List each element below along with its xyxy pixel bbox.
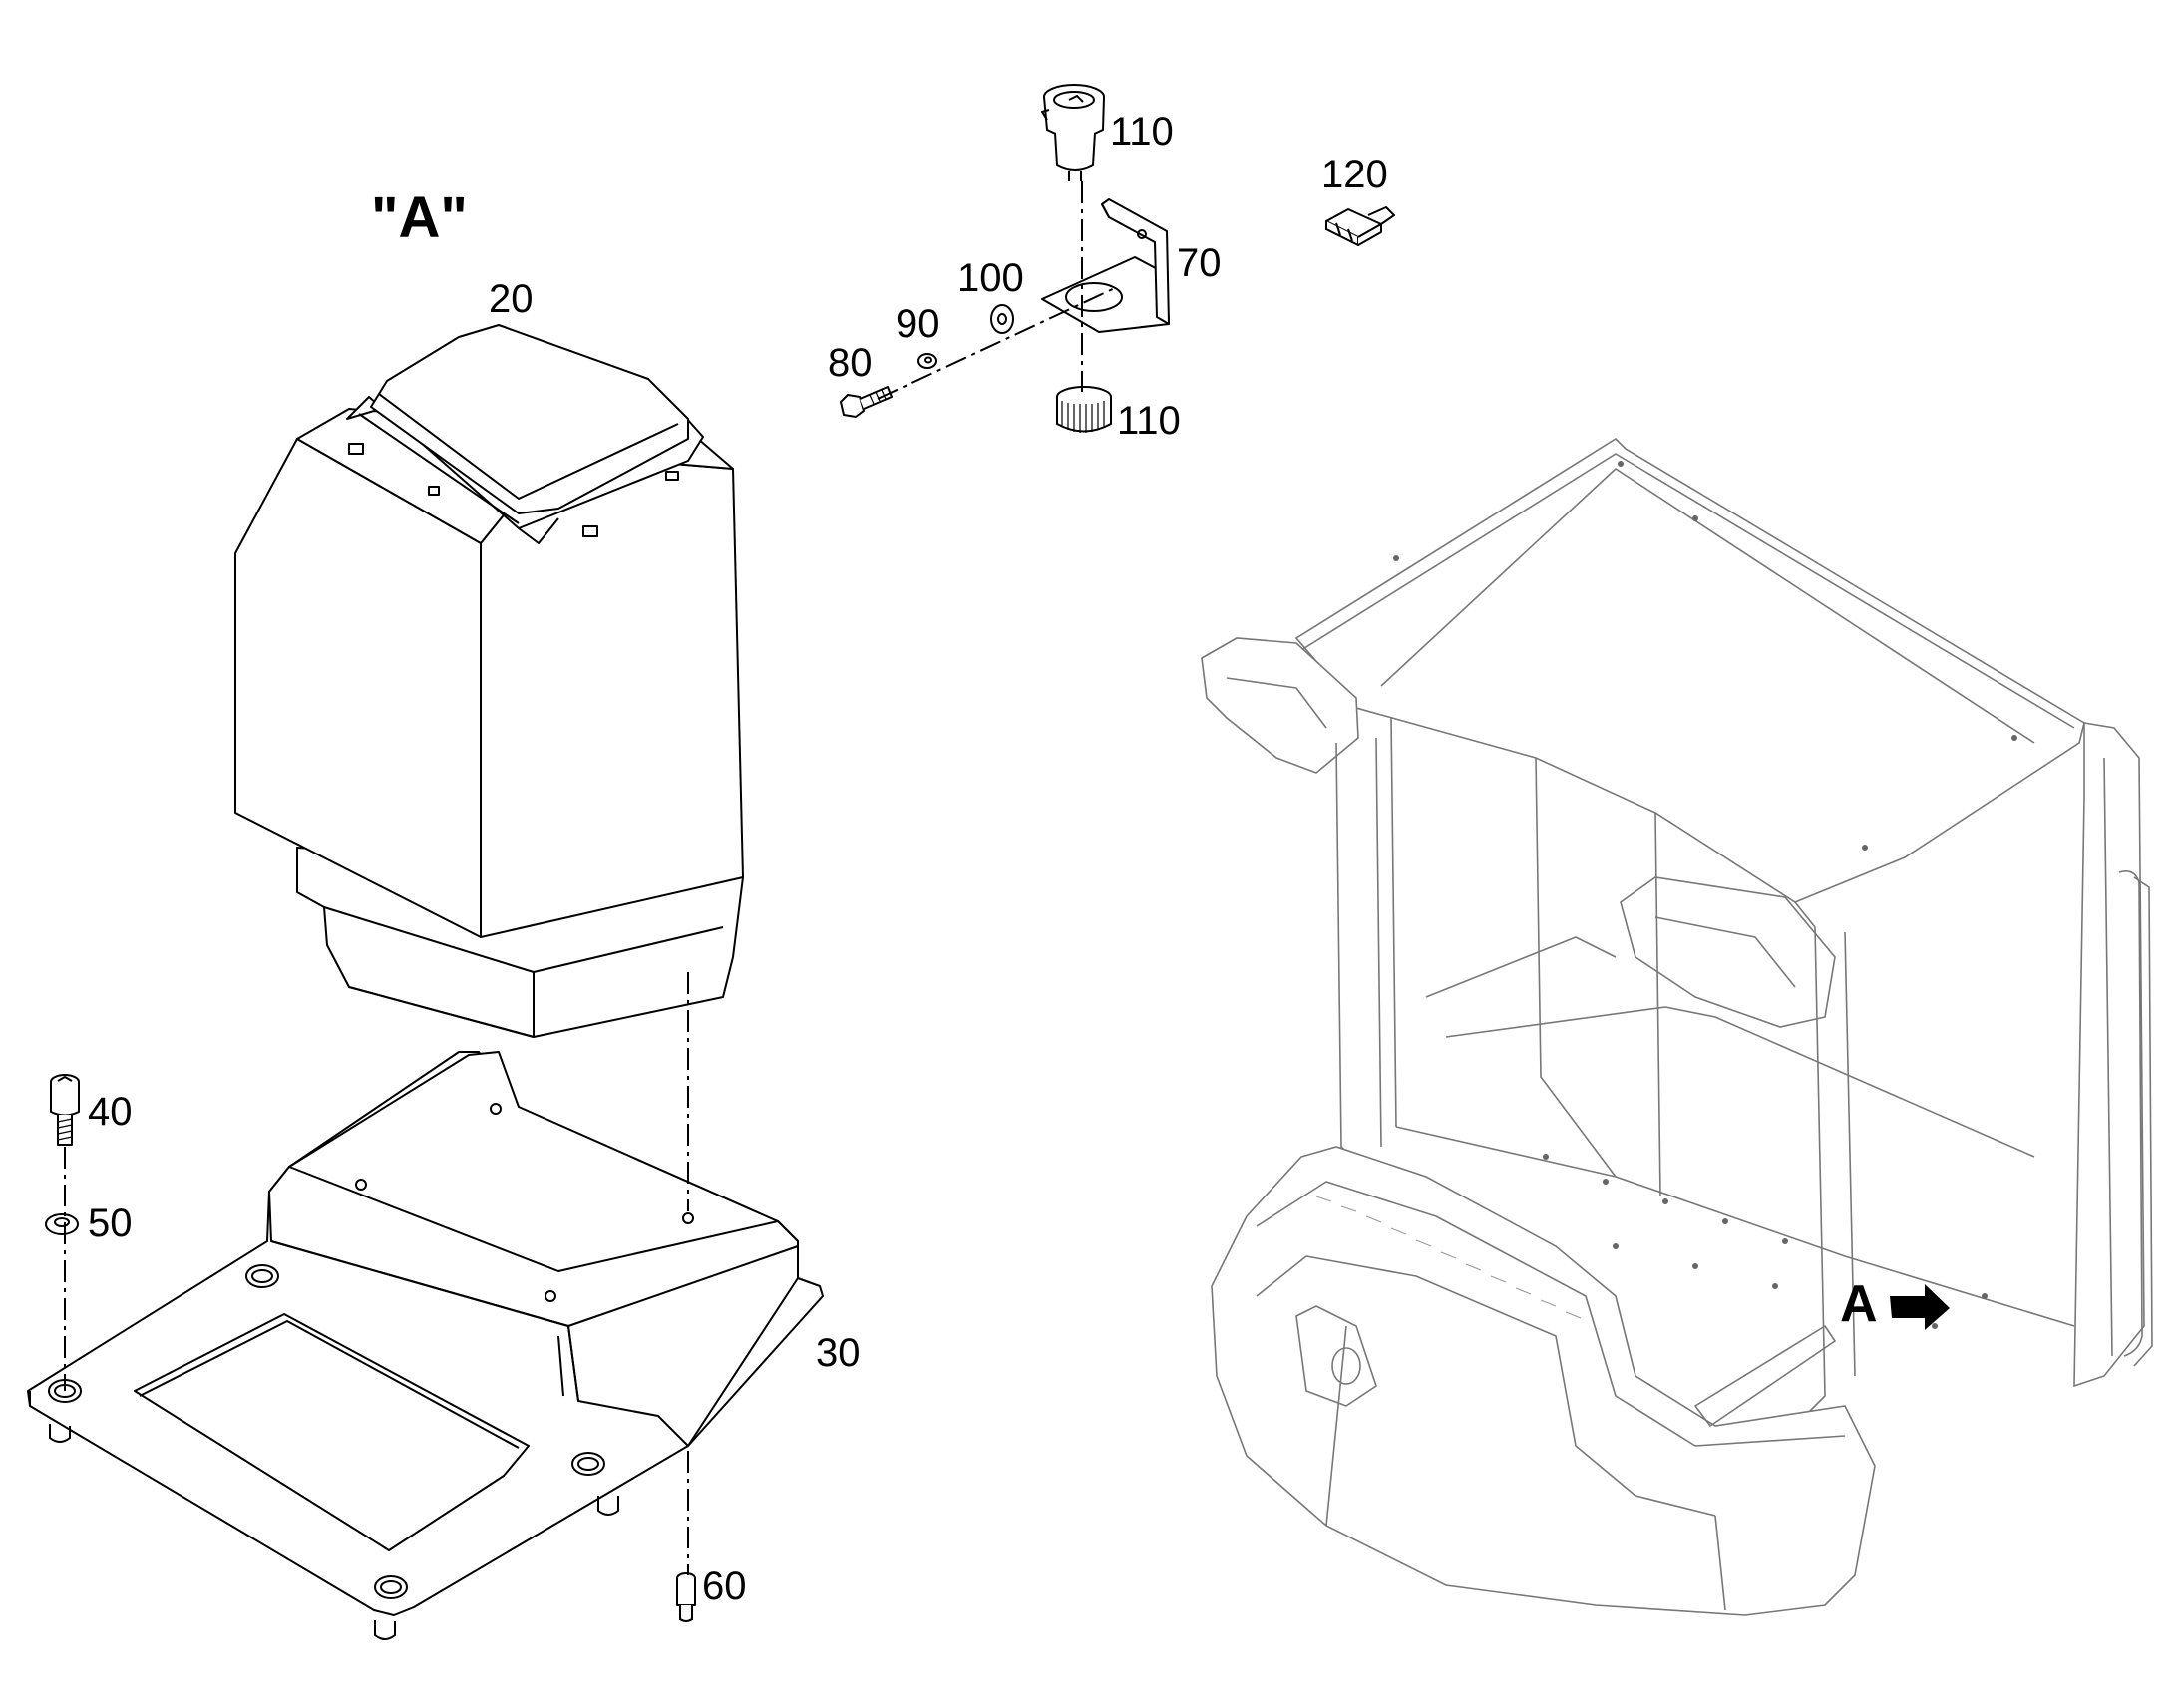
part-callouts: 20 30 40 50 60 70 80 90 100 110 110 120: [88, 110, 1388, 1608]
view-arrow-icon: [1890, 1284, 1950, 1330]
bracket-part-70: [1041, 198, 1170, 333]
callout-80: 80: [828, 341, 873, 385]
callout-20: 20: [489, 277, 534, 321]
base-plate-part-30: [27, 1051, 824, 1640]
view-a-marker: A: [1840, 1275, 1950, 1333]
view-a-title: "A": [371, 185, 468, 250]
callout-60: 60: [702, 1564, 747, 1608]
callout-50: 50: [88, 1201, 133, 1245]
ring-nut-part-110-bottom: [1056, 386, 1112, 433]
callout-100: 100: [957, 256, 1024, 300]
view-a-marker-letter: A: [1840, 1275, 1878, 1333]
callout-120: 120: [1321, 153, 1388, 196]
callout-30: 30: [816, 1331, 861, 1375]
cab-assembly: [1201, 437, 2153, 1616]
console-box-part-20: [234, 324, 744, 1038]
cap-screw-part-40: [50, 1074, 80, 1146]
assembly-center-lines: [64, 181, 1118, 1575]
callout-90: 90: [896, 302, 940, 346]
bolt-part-80: [840, 386, 893, 418]
lock-washer-part-90: [917, 353, 937, 369]
callout-110-top: 110: [1110, 110, 1174, 154]
callout-40: 40: [88, 1090, 133, 1134]
callout-70: 70: [1177, 241, 1222, 285]
screw-part-60: [676, 1572, 696, 1622]
fuse-part-120: [1325, 206, 1395, 246]
callout-110-bottom: 110: [1117, 399, 1181, 443]
washer-part-100: [990, 304, 1014, 334]
washer-part-50: [45, 1213, 79, 1235]
socket-part-110-top: [1041, 84, 1105, 181]
